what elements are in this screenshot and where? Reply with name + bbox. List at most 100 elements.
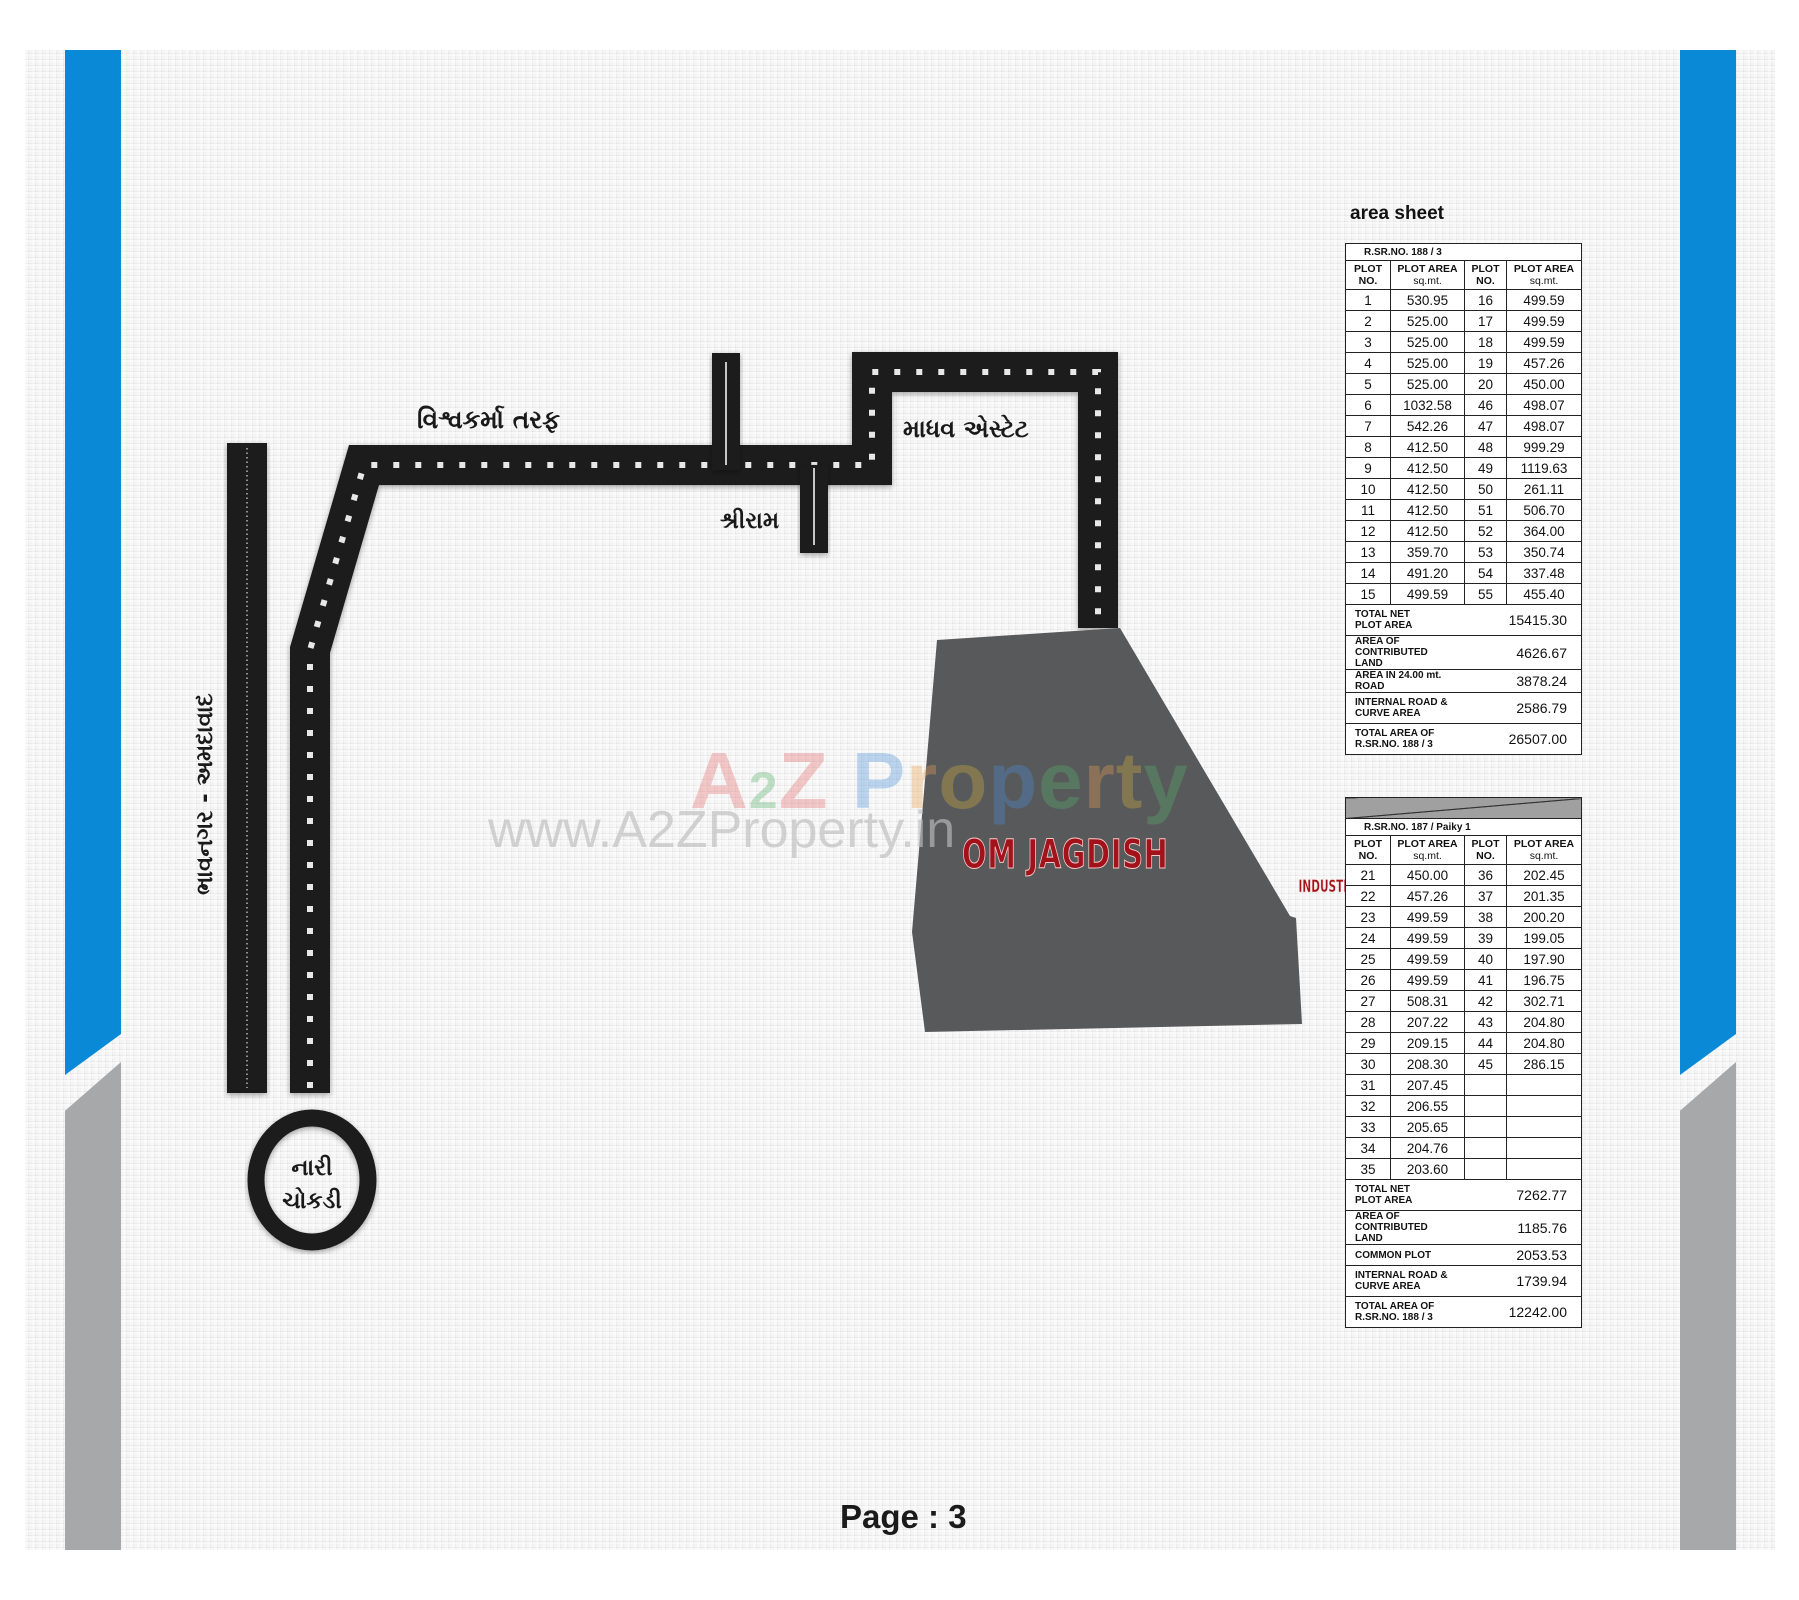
plot-area-cell: 542.26: [1390, 415, 1465, 437]
plot-area-cell: 455.40: [1506, 583, 1582, 605]
plot-area-cell: 364.00: [1506, 520, 1582, 542]
plot-area-cell: 201.35: [1506, 885, 1582, 907]
plot-number-cell: 46: [1464, 394, 1507, 416]
plot-area-cell: 208.30: [1390, 1053, 1465, 1075]
summary-value: 2053.53: [1464, 1244, 1582, 1266]
area-sheet-title: area sheet: [1350, 203, 1445, 224]
plot-area-cell: 457.26: [1390, 885, 1465, 907]
label-shriram: શ્રીરામ: [720, 507, 779, 534]
plot-area-cell: 412.50: [1390, 478, 1465, 500]
plot-area-cell: 412.50: [1390, 499, 1465, 521]
plot-area-cell: 457.26: [1506, 352, 1582, 374]
plot-number-cell: [1464, 1074, 1507, 1096]
project-brand: OM JAGDISH INDUSTRIAL ESTATE: [962, 832, 1417, 898]
plot-number-cell: 12: [1345, 520, 1391, 542]
left-blue-bar: [65, 50, 121, 1075]
plot-area-cell: 499.59: [1390, 927, 1465, 949]
right-blue-bar: [1680, 50, 1736, 1075]
plot-number-cell: [1464, 1158, 1507, 1180]
page-number: Page : 3: [840, 1498, 967, 1535]
plot-number-cell: 28: [1345, 1011, 1391, 1033]
section-title-row: R.SR.NO. 187 / Paiky 1: [1345, 818, 1582, 836]
plot-number-cell: 14: [1345, 562, 1391, 584]
plot-area-cell: [1506, 1095, 1582, 1117]
plot-number-cell: 44: [1464, 1032, 1507, 1054]
plot-number-cell: 37: [1464, 885, 1507, 907]
plot-number-cell: 15: [1345, 583, 1391, 605]
plot-number-cell: 9: [1345, 457, 1391, 479]
plot-number-cell: 43: [1464, 1011, 1507, 1033]
plot-area-cell: [1506, 1116, 1582, 1138]
plot-area-cell: 337.48: [1506, 562, 1582, 584]
plot-area-cell: 499.59: [1506, 331, 1582, 353]
label-circle-line2: ચોકડી: [282, 1186, 342, 1214]
plot-number-cell: [1464, 1137, 1507, 1159]
plot-area-cell: [1506, 1074, 1582, 1096]
plot-number-cell: 17: [1464, 310, 1507, 332]
section-title: R.SR.NO. 187 / Paiky 1: [1345, 818, 1582, 836]
plot-number-cell: 1: [1345, 289, 1391, 311]
plot-area-cell: 508.31: [1390, 990, 1465, 1012]
highway-road: [227, 443, 267, 1093]
plot-number-cell: 11: [1345, 499, 1391, 521]
project-name: OM JAGDISH: [962, 832, 1169, 878]
label-highway: ભાવનગર - અમદાવાદ: [192, 693, 218, 895]
plot-number-cell: 49: [1464, 457, 1507, 479]
plot-number-cell: 41: [1464, 969, 1507, 991]
plot-area-cell: 525.00: [1390, 310, 1465, 332]
plot-area-cell: 196.75: [1506, 969, 1582, 991]
plot-area-cell: 207.22: [1390, 1011, 1465, 1033]
label-circle-line1: નારી: [291, 1154, 333, 1181]
plot-number-cell: 47: [1464, 415, 1507, 437]
summary-value: 3878.24: [1464, 669, 1582, 693]
plot-number-cell: 22: [1345, 885, 1391, 907]
plot-number-cell: 20: [1464, 373, 1507, 395]
plot-number-cell: 16: [1464, 289, 1507, 311]
plot-number-cell: 34: [1345, 1137, 1391, 1159]
section-title: R.SR.NO. 188 / 3: [1345, 243, 1582, 261]
plot-area-cell: 204.80: [1506, 1011, 1582, 1033]
plot-number-cell: 13: [1345, 541, 1391, 563]
plot-area-cell: 450.00: [1506, 373, 1582, 395]
plot-number-cell: 24: [1345, 927, 1391, 949]
plot-area-cell: 525.00: [1390, 331, 1465, 353]
plot-area-cell: [1506, 1137, 1582, 1159]
plot-area-cell: 491.20: [1390, 562, 1465, 584]
plot-number-cell: 30: [1345, 1053, 1391, 1075]
plot-area-cell: 359.70: [1390, 541, 1465, 563]
right-gray-bar: [1680, 1062, 1736, 1550]
plot-area-cell: 1032.58: [1390, 394, 1465, 416]
plot-number-cell: 48: [1464, 436, 1507, 458]
summary-label: INTERNAL ROAD &CURVE AREA: [1345, 1265, 1465, 1297]
plot-area-cell: 203.60: [1390, 1158, 1465, 1180]
plot-area-cell: 206.55: [1390, 1095, 1465, 1117]
plot-area-cell: 499.59: [1506, 289, 1582, 311]
plot-area-cell: 530.95: [1390, 289, 1465, 311]
plot-area-cell: 999.29: [1506, 436, 1582, 458]
